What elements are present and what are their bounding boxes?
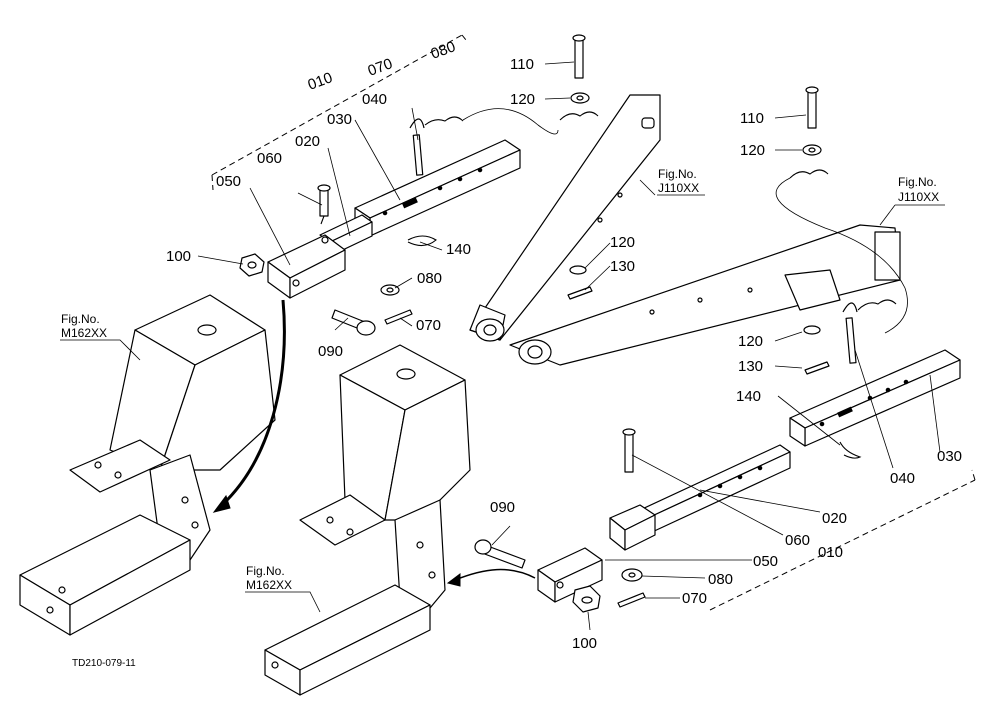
label-030: 030	[937, 448, 962, 465]
drawing-code: TD210-079-11	[72, 658, 136, 669]
label-110: 110	[740, 110, 764, 127]
stabilizer-assembly-upper	[239, 108, 559, 336]
fig-ref-m162-b-line1: Fig.No.	[246, 564, 285, 578]
label-120: 120	[510, 91, 535, 108]
fig-ref-m162-a-line1: Fig.No.	[61, 312, 100, 326]
label-020: 020	[295, 133, 320, 150]
stabilizer-assembly-lower	[474, 299, 961, 613]
assembly-arrows	[212, 299, 536, 587]
label-090: 090	[490, 499, 515, 516]
label-030: 030	[327, 111, 352, 128]
label-120: 120	[738, 333, 763, 350]
label-060: 060	[257, 150, 282, 167]
mounting-bracket-left	[19, 294, 276, 636]
label-050: 050	[216, 173, 241, 190]
label-140: 140	[446, 241, 471, 258]
mounting-bracket-center	[264, 344, 471, 696]
figure-references: Fig.No. M162XX Fig.No. M162XX Fig.No. J1…	[61, 167, 939, 592]
label-060: 060	[785, 532, 810, 549]
lower-link-arms	[469, 94, 901, 366]
fig-ref-m162-b-line2: M162XX	[246, 578, 292, 592]
group-dash-lines	[211, 34, 976, 611]
label-040: 040	[890, 470, 915, 487]
label-100: 100	[572, 635, 597, 652]
label-080: 080	[417, 270, 442, 287]
label-010: 010	[818, 544, 843, 561]
lift-pins	[559, 34, 908, 375]
label-010: 010	[306, 69, 335, 94]
label-090: 090	[318, 343, 343, 360]
fig-ref-j110-a-line1: Fig.No.	[658, 167, 697, 181]
label-130: 130	[610, 258, 635, 275]
label-110: 110	[510, 56, 534, 73]
label-040: 040	[362, 91, 387, 108]
label-130: 130	[738, 358, 763, 375]
label-050: 050	[753, 553, 778, 570]
label-070: 070	[682, 590, 707, 607]
label-080: 080	[708, 571, 733, 588]
label-080: 080	[429, 38, 458, 63]
leader-lines	[60, 61, 945, 631]
label-120: 120	[610, 234, 635, 251]
part-labels: 010 070 080 040 030 020 060 050 100 140 …	[166, 38, 962, 652]
fig-ref-j110-a-line2: J110XX	[658, 181, 699, 195]
fig-ref-j110-b-line2: J110XX	[898, 190, 939, 204]
label-070: 070	[366, 55, 395, 80]
label-100: 100	[166, 248, 191, 265]
label-070: 070	[416, 317, 441, 334]
label-020: 020	[822, 510, 847, 527]
label-120: 120	[740, 142, 765, 159]
fig-ref-j110-b-line1: Fig.No.	[898, 175, 937, 189]
fig-ref-m162-a-line2: M162XX	[61, 326, 107, 340]
label-140: 140	[736, 388, 761, 405]
